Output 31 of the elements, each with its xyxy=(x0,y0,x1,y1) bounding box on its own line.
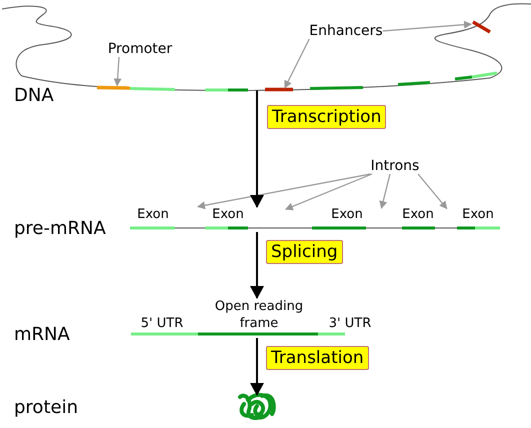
edge-label: Translation xyxy=(266,346,369,370)
edge-label: Transcription xyxy=(267,105,386,129)
pre-mrna-label: pre-mRNA xyxy=(14,218,106,239)
row-label: protein xyxy=(14,397,78,418)
leader-line xyxy=(379,174,391,210)
utr-label: 3' UTR xyxy=(328,315,372,332)
enhancer-segment xyxy=(265,88,293,92)
orf-label: Open reading frame xyxy=(214,298,304,332)
edge-label: Splicing xyxy=(266,240,343,264)
exon-label: Exon xyxy=(212,207,244,222)
exon-label: Exon xyxy=(137,207,169,222)
mrna-strand xyxy=(128,298,373,338)
enhancers-label: Enhancers xyxy=(309,23,383,39)
protein-drawing xyxy=(238,392,276,420)
promoter-label: Promoter xyxy=(108,41,172,57)
mrna-label: mRNA xyxy=(14,324,70,345)
leader-line xyxy=(382,20,472,32)
exon-label: Exon xyxy=(331,207,363,222)
dna-label: DNA xyxy=(14,85,54,106)
process-arrow xyxy=(250,338,264,396)
leader-line xyxy=(418,174,448,210)
leader-line xyxy=(284,38,310,89)
utr-label: 5' UTR xyxy=(140,315,184,332)
introns-label: Introns xyxy=(370,158,420,174)
leader-line xyxy=(284,173,372,210)
leader-line xyxy=(196,173,371,210)
exon-label: Exon xyxy=(462,207,494,222)
leader-line xyxy=(114,56,122,86)
process-arrow xyxy=(250,90,264,208)
exon-label: Exon xyxy=(402,207,434,222)
process-arrow xyxy=(250,232,264,299)
